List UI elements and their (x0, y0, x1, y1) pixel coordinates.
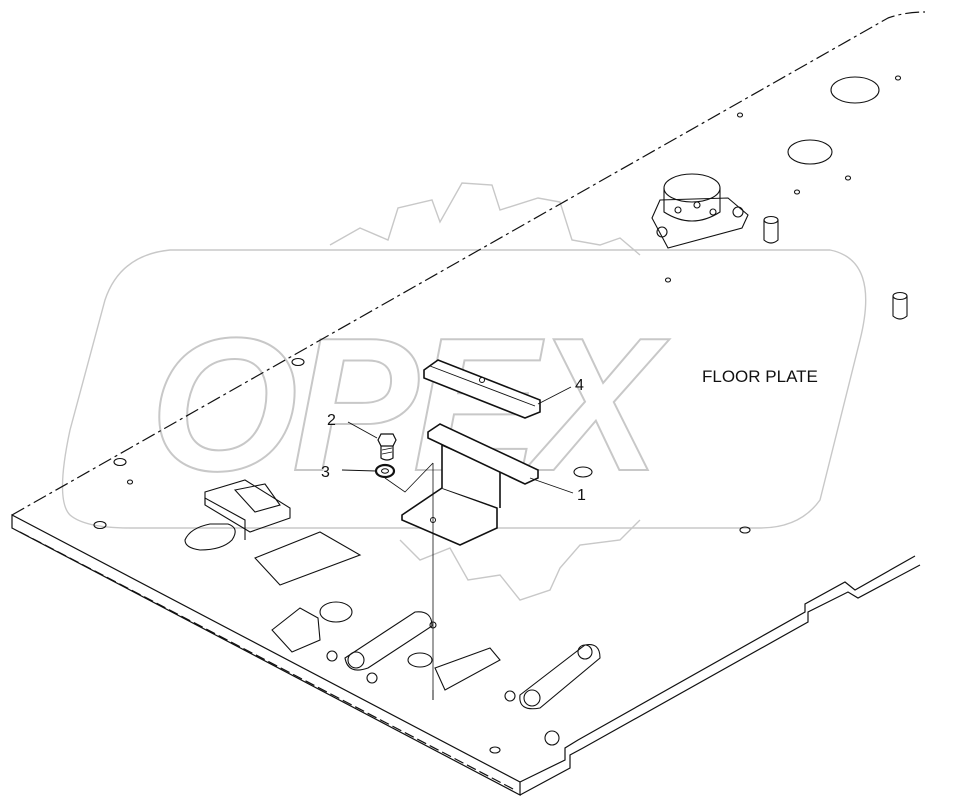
leader-3 (341, 469, 377, 472)
bolt-thread (381, 447, 393, 455)
socket-rim (663, 173, 721, 203)
floor-plate-right-edge (519, 555, 916, 783)
hex-nut (544, 730, 560, 746)
slotted-link-right (519, 643, 601, 710)
watermark-logo: OPEX (61, 182, 867, 601)
socket-flange (651, 197, 749, 249)
small-nut (504, 690, 516, 702)
watermark-gear-lower (399, 519, 641, 601)
standoff-pins (763, 215, 908, 320)
plate-hole-medium (573, 466, 593, 478)
square-cutout-2 (434, 647, 501, 691)
watermark-gear-outline (329, 182, 641, 256)
socket-fitting (651, 173, 749, 249)
plate-holes (93, 75, 902, 754)
hex-nut (347, 651, 365, 669)
plate-hole-medium (291, 357, 305, 367)
pedal-pad-groove (429, 365, 536, 407)
plate-hole-round (407, 652, 433, 668)
plate-hole-small (793, 189, 801, 195)
left-bracket-slot (233, 483, 281, 513)
floor-plate-right-edge-lower (519, 564, 921, 796)
assembly-lines (384, 462, 434, 700)
oval-cutout (184, 523, 236, 551)
floor-plate (11, 11, 926, 796)
plate-hole-small (894, 75, 902, 81)
bolt-part-2 (377, 433, 397, 461)
slotted-links (326, 611, 601, 746)
leader-4 (537, 386, 572, 405)
socket-body (663, 188, 721, 222)
callout-label-3: 3 (321, 464, 330, 481)
floor-plate-bottom-dashed (19, 531, 516, 791)
left-bracket-assembly (184, 479, 501, 691)
square-cutout-1 (254, 531, 362, 586)
plate-hole-small (844, 175, 852, 181)
plate-hole-medium (93, 520, 107, 530)
plate-hole-medium (489, 746, 501, 754)
socket-bolt-hole (693, 201, 701, 209)
pedal-bracket (401, 423, 539, 546)
socket-nut (732, 206, 744, 218)
plate-hole-round (319, 601, 353, 623)
pedal-pad (423, 359, 541, 419)
plate-hole-small (664, 277, 672, 283)
assembly-leader-washer (384, 462, 434, 493)
socket-bolt-hole (674, 206, 682, 214)
plate-hole-medium (113, 457, 127, 467)
small-nut (326, 650, 338, 662)
watermark-frame (61, 249, 867, 529)
leader-2 (347, 421, 378, 439)
bolt-head (377, 433, 397, 447)
plate-hole-small (736, 112, 744, 118)
diagram-title: FLOOR PLATE (702, 367, 818, 386)
left-bracket-leg (204, 497, 246, 540)
leader-1 (529, 477, 574, 494)
standoff-pin-2 (892, 296, 908, 320)
plate-hole-large-2 (787, 139, 833, 165)
hex-nut (577, 644, 593, 660)
pedal-bracket-top-part-1 (427, 423, 539, 485)
callout-label-1: 1 (577, 487, 586, 504)
standoff-pin-2-top (892, 291, 908, 301)
hex-nut (523, 689, 541, 707)
triangle-cutout (271, 607, 321, 653)
socket-bolt-hole (709, 208, 717, 216)
small-nut (366, 672, 378, 684)
floor-plate-top-edge (11, 11, 926, 516)
callout-label-4: 4 (575, 377, 584, 394)
plate-hole-small (126, 479, 134, 485)
standoff-pin-1-top (763, 215, 779, 225)
socket-nut (656, 226, 668, 238)
plate-hole-large-1 (830, 76, 880, 104)
pedal-pad-hole (479, 377, 485, 383)
callout-label-2: 2 (327, 412, 336, 429)
callout-leaders (341, 386, 574, 494)
standoff-pin-1 (763, 220, 779, 244)
slotted-link-left (344, 611, 433, 671)
washer-inner (381, 468, 389, 474)
watermark-text: OPEX (150, 299, 670, 511)
plate-hole-medium (739, 526, 751, 534)
